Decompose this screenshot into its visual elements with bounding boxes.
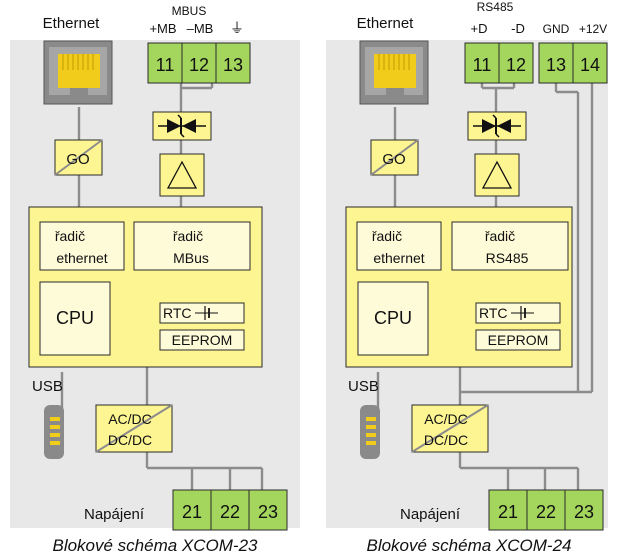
eeprom-block: EEPROM	[475, 329, 561, 351]
usb-label: USB	[348, 378, 379, 395]
ethernet-port-icon	[43, 40, 113, 105]
bus-signal-label: GND	[543, 22, 570, 36]
ethernet-controller-line2: ethernet	[373, 250, 424, 266]
bus-title: RS485	[477, 0, 514, 14]
battery-icon	[511, 306, 534, 320]
ground-icon: ⏚	[230, 20, 244, 36]
power-terminal-number: 22	[220, 502, 240, 522]
ethernet-controller: řadič ethernet	[39, 221, 125, 271]
eeprom-label: EEPROM	[488, 332, 549, 348]
power-terminal-block: 21 22 23	[488, 489, 604, 531]
rtc-label: RTC	[163, 305, 192, 321]
diagram-caption: Blokové schéma XCOM-23	[52, 536, 258, 555]
rtc-block: RTC	[159, 302, 245, 324]
triangle-icon	[474, 153, 520, 197]
power-terminal-number: 21	[498, 502, 518, 522]
bus-controller: řadič RS485	[451, 221, 569, 271]
bus-terminal-block: 11 12 13 14	[464, 42, 608, 84]
bus-terminal-block: 11 12 13	[147, 42, 251, 84]
eeprom-label: EEPROM	[172, 332, 233, 348]
power-label: Napájení	[400, 506, 461, 523]
power-converter-line2: DC/DC	[424, 432, 468, 448]
tvs-diode-icon	[152, 111, 212, 141]
ethernet-controller-line2: ethernet	[56, 250, 107, 266]
power-converter-line1: AC/DC	[108, 411, 152, 427]
cpu-label: CPU	[56, 308, 94, 328]
isolation-label: GO	[66, 151, 89, 168]
ethernet-label: Ethernet	[43, 15, 101, 32]
bus-signal-label: +12V	[579, 22, 607, 36]
bus-controller-line2: MBus	[173, 250, 209, 266]
rtc-label: RTC	[479, 305, 508, 321]
ethernet-label: Ethernet	[357, 15, 415, 32]
power-terminal-number: 21	[182, 502, 202, 522]
tvs-diode-icon	[467, 111, 527, 141]
bus-terminal-number: 12	[506, 55, 526, 75]
ethernet-controller-line1: řadič	[372, 228, 402, 244]
bus-terminal-number: 11	[473, 55, 492, 75]
ethernet-controller-line1: řadič	[55, 228, 85, 244]
bus-terminal-number: 13	[223, 55, 243, 75]
power-label: Napájení	[84, 506, 145, 523]
cpu-label: CPU	[374, 308, 412, 328]
power-terminal-block: 21 22 23	[172, 489, 288, 531]
bus-controller-line1: řadič	[485, 228, 515, 244]
power-converter-line1: AC/DC	[424, 411, 468, 427]
bus-signal-label: +MB	[149, 21, 176, 36]
triangle-icon	[159, 153, 205, 197]
bus-signal-label: +D	[471, 21, 488, 36]
cpu-block: CPU	[39, 281, 111, 356]
power-converter-line2: DC/DC	[108, 432, 152, 448]
bus-controller-line2: RS485	[486, 250, 529, 266]
diagram-xcom-24: Ethernet GO RS485 +D -D GND +12V	[326, 0, 608, 555]
isolation-box: GO	[370, 139, 419, 176]
power-converter: AC/DC DC/DC	[411, 404, 489, 453]
usb-port-icon	[360, 405, 380, 459]
bus-controller: řadič MBus	[133, 221, 251, 271]
usb-port-icon	[44, 405, 64, 459]
ethernet-controller: řadič ethernet	[356, 221, 442, 271]
rtc-block: RTC	[475, 302, 561, 324]
bus-terminal-number: 12	[189, 55, 209, 75]
usb-label: USB	[32, 378, 63, 395]
diagram-xcom-23: Ethernet GO MBUS +MB –MB ⏚	[10, 4, 300, 555]
isolation-box: GO	[54, 139, 103, 176]
bus-terminal-number: 11	[156, 55, 175, 75]
ethernet-port-icon	[359, 40, 429, 105]
bus-signal-label: -D	[511, 21, 525, 36]
diagram-caption: Blokové schéma XCOM-24	[366, 536, 571, 555]
cpu-block: CPU	[357, 281, 429, 356]
battery-icon	[195, 306, 218, 320]
isolation-label: GO	[382, 151, 405, 168]
bus-terminal-number: 13	[546, 55, 566, 75]
power-terminal-number: 23	[574, 502, 594, 522]
power-terminal-number: 22	[536, 502, 556, 522]
bus-title: MBUS	[172, 4, 207, 18]
power-terminal-number: 23	[258, 502, 278, 522]
eeprom-block: EEPROM	[159, 329, 245, 351]
power-converter: AC/DC DC/DC	[95, 404, 173, 453]
bus-terminal-number: 14	[580, 55, 600, 75]
bus-controller-line1: řadič	[173, 228, 203, 244]
bus-signal-label: –MB	[187, 21, 214, 36]
